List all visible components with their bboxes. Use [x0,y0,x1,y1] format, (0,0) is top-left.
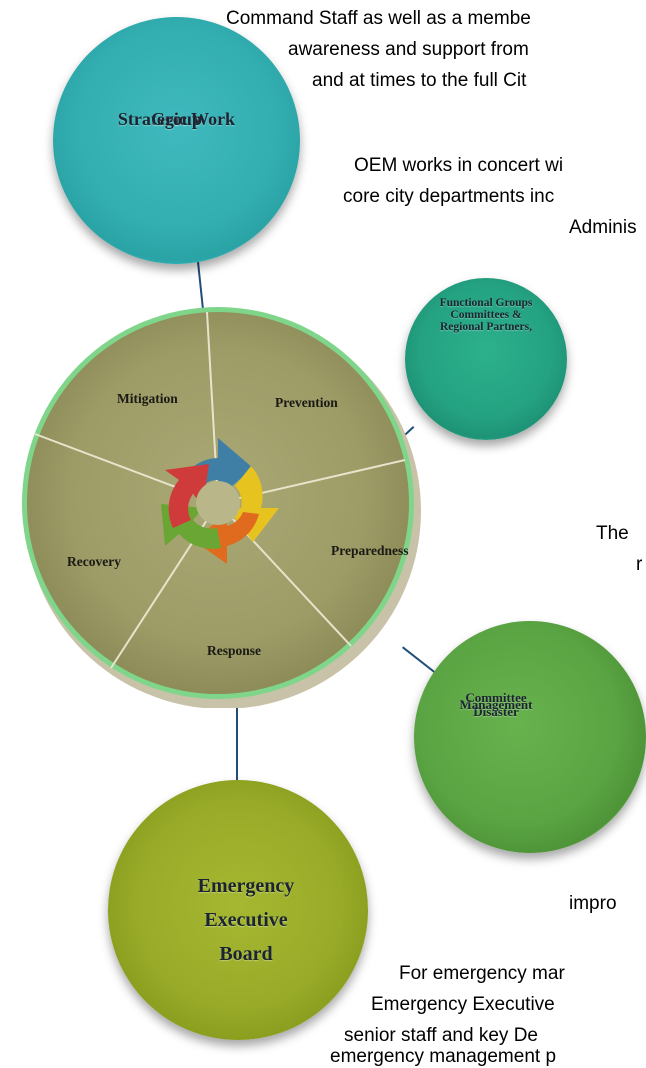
segment-prevention: Prevention [275,395,338,410]
body-text-line-2: awareness and support from [288,39,529,60]
segment-response: Response [207,643,261,658]
body-text-line-9: impro [569,893,617,914]
body-text-line-6: Adminis [569,217,637,238]
body-text-line-3: and at times to the full Cit [312,70,527,91]
body-text-line-12: senior staff and key De [344,1025,538,1046]
disaster-management-committee-node: Disaster Management Committee [414,621,646,853]
emergency-executive-board-label: Emergency Executive Board [197,875,295,965]
strategic-work-group-node: Strategic Work Group [53,17,300,264]
segment-preparedness: Preparedness [331,543,409,558]
emergency-cycle-wheel: Mitigation Prevention Preparedness Respo… [22,307,421,708]
body-text-line-11: Emergency Executive [371,994,555,1015]
body-text-line-7: The [596,523,629,544]
body-text-line-8: r [636,554,643,575]
body-text-line-4: OEM works in concert wi [354,155,564,176]
body-text-line-13: emergency management p [330,1046,557,1067]
regional-partners-node: Regional Partners, Committees & Function… [405,278,567,440]
segment-recovery: Recovery [67,554,121,569]
cycle-arrows-icon [161,438,279,564]
body-text-line-5: core city departments inc [343,186,555,207]
emergency-executive-board-node: Emergency Executive Board [108,780,368,1040]
segment-mitigation: Mitigation [117,391,178,406]
connector-eeb [236,708,238,788]
body-text-line-1: Command Staff as well as a membe [226,8,531,29]
body-text-line-10: For emergency mar [399,963,565,984]
